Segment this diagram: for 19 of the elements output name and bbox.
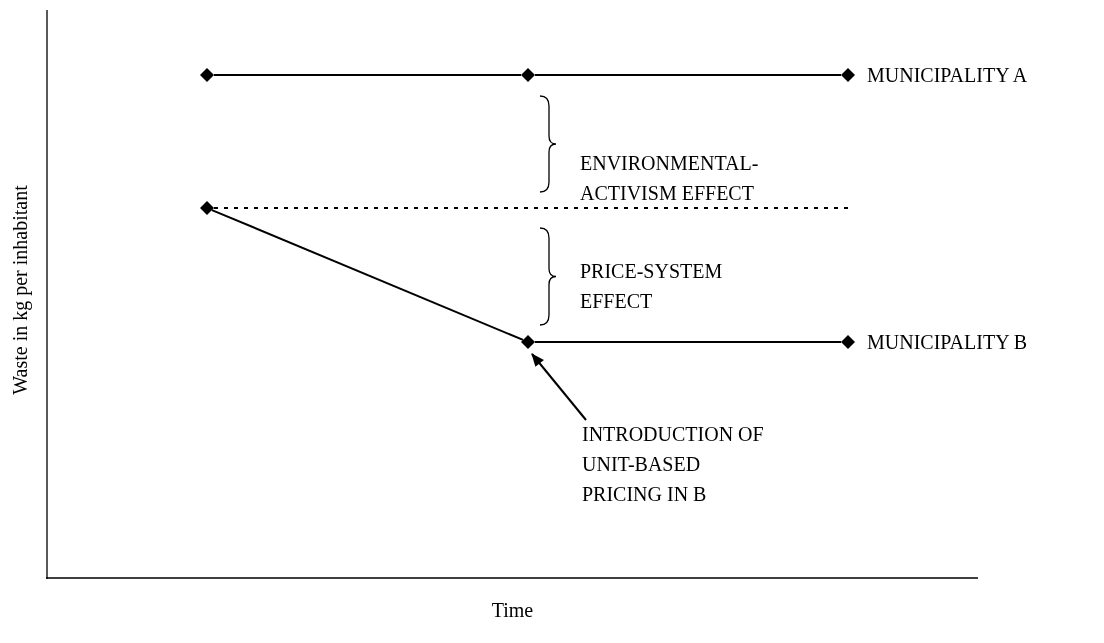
line (534, 341, 842, 343)
annotation-text: INTRODUCTION OF UNIT-BASED PRICING IN B (582, 419, 882, 509)
series-label: MUNICIPALITY A (867, 63, 1028, 88)
axis-title: Waste in kg per inhabitant (8, 185, 32, 395)
diamond-marker (200, 201, 214, 215)
diamond-marker (200, 68, 214, 82)
diamond-marker (841, 335, 855, 349)
effect-label: PRICE-SYSTEM EFFECT (580, 259, 724, 314)
line (213, 74, 522, 76)
effect-label: ENVIRONMENTAL-ACTIVISM EFFECT (580, 151, 760, 206)
diamond-marker (521, 335, 535, 349)
axis-title: Time (490, 598, 535, 623)
series-label: MUNICIPALITY B (867, 330, 1028, 355)
dotted-line (213, 207, 849, 209)
line (210, 209, 525, 341)
arrow (531, 353, 587, 421)
line (534, 74, 842, 76)
diamond-marker (521, 68, 535, 82)
diamond-marker (841, 68, 855, 82)
